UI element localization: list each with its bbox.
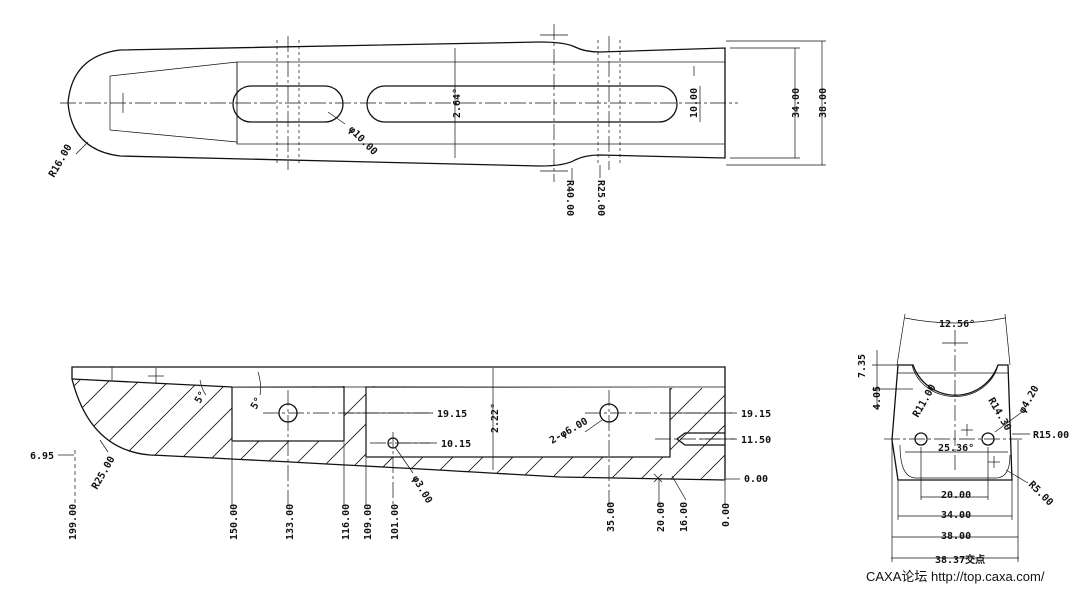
side-view-leader [1005,469,1029,484]
front-view-taper-angle-label: 2.22° [490,403,501,433]
front-view-19-15a-label: 19.15 [437,409,467,420]
front-view-angle-arc [199,379,207,396]
side-view-angle-25-label: 25.36° [938,443,974,454]
front-view-leader [99,439,109,453]
side-view-w38-37-label: 38.37交点 [935,553,985,566]
side-view-h-7-35-label: 7.35 [857,354,868,378]
front-view-x-150: 150.00 [229,504,240,540]
front-view-x-35: 35.00 [606,502,617,532]
front-view-leader [584,419,603,433]
front-view-0-00-label: 0.00 [744,474,768,485]
front-view-x-109: 109.00 [363,504,374,540]
front-view-11-50-label: 11.50 [741,435,771,446]
front-view-outline [71,366,726,481]
top-view-taper-angle-label: 2.64° [452,88,463,118]
top-view-leader [327,111,346,125]
side-view-w38-label: 38.00 [941,531,971,542]
front-view-angle-arc [257,371,262,396]
top-view-slot-width-label: 10.00 [689,88,700,118]
front-view-x-20: 20.00 [656,502,667,532]
side-view-ext-line [896,313,906,366]
top-view: R16.00 φ10.00 2.64° 10.00 34.00 38.00 R4… [47,24,829,216]
side-view: 12.56° 7.35 4.05 R11.00 R14.30 φ4.20 R15… [857,313,1069,566]
side-view-leader [994,411,1023,433]
top-view-slot-dia-label: φ10.00 [346,124,379,157]
front-view-x-16: 16.00 [679,502,690,532]
side-view-d4-2-label: φ4.20 [1017,384,1042,416]
side-view-r15-label: R15.00 [1033,430,1069,441]
front-view-hole-3-label: φ3.00 [409,474,434,506]
front-view-x-0: 0.00 [721,503,732,527]
front-view-ordinate [671,475,687,501]
front-view-angle-5a-label: 5° [193,390,209,406]
top-view-r16-label: R16.00 [47,143,75,180]
top-view-outline [67,41,726,167]
side-view-w20-label: 20.00 [941,490,971,501]
front-view-r25-label: R25.00 [90,455,118,492]
side-view-h-4-05-label: 4.05 [872,386,883,410]
side-view-r11-label: R11.00 [911,383,939,420]
side-view-bottom-inner [899,444,1011,479]
side-view-top-arc [911,364,999,397]
top-view-inner-height-label: 34.00 [791,88,802,118]
side-view-r5-label: R5.00 [1026,479,1055,508]
top-view-outer-height-label: 38.00 [818,88,829,118]
front-view-pocket-right [365,386,671,458]
front-view-angle-5b-label: 5° [249,396,265,412]
top-view-taper-upper [109,61,238,77]
top-view-r40-label: R40.00 [564,180,575,216]
front-view-10-15-label: 10.15 [441,439,471,450]
front-view-6-95-label: 6.95 [30,451,54,462]
side-view-outline [891,364,1013,481]
front-view-top-band [72,367,725,388]
top-view-taper-lower [109,129,238,143]
side-view-w34-label: 34.00 [941,510,971,521]
side-view-ext-line [1004,313,1011,366]
front-view-19-15b-label: 19.15 [741,409,771,420]
front-view: 5° 5° R25.00 6.95 19.15 19.15 10.15 11.5… [30,366,771,540]
top-view-slot-right [366,85,678,123]
front-view-x-133: 133.00 [285,504,296,540]
watermark-text: CAXA论坛 http://top.caxa.com/ [866,569,1045,584]
top-view-leader [75,141,89,155]
side-view-angle-arc [904,317,1006,324]
side-view-angle-label: 12.56° [939,319,975,330]
top-view-r25-label: R25.00 [595,180,606,216]
front-view-x-101: 101.00 [390,504,401,540]
front-view-x-116: 116.00 [341,504,352,540]
front-view-leader [394,446,414,474]
front-view-mark [653,473,663,483]
front-view-x-199: 199.00 [68,504,79,540]
front-view-edge [71,378,233,388]
